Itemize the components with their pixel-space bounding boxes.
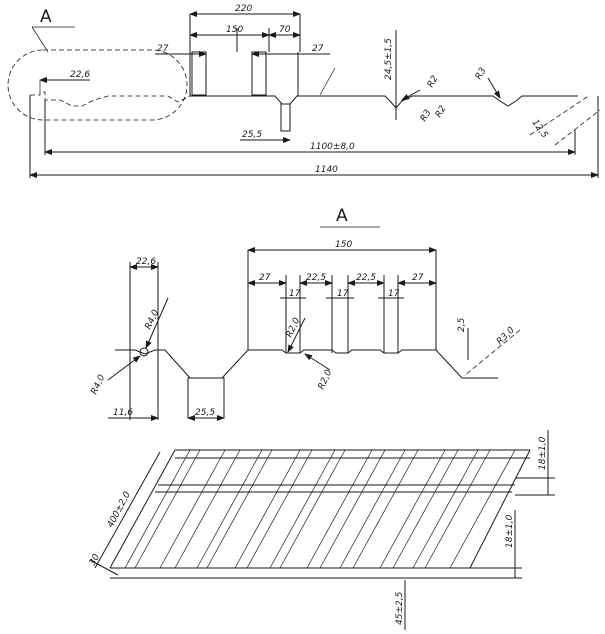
detail-dim-27-b: 27	[412, 273, 424, 283]
iso-dim-400-line	[94, 451, 161, 569]
detail-dim-2-5: 2,5	[457, 317, 467, 332]
dim-1140: 1140	[315, 165, 338, 175]
detail-ellipse	[7, 49, 188, 121]
rib	[251, 51, 267, 96]
detail-dim-150: 150	[335, 240, 352, 250]
detail-radius-circle	[139, 347, 149, 357]
iso-dim-18-top: 18±1,0	[538, 436, 548, 470]
dim-220: 220	[235, 4, 252, 14]
dim-70: 70	[279, 25, 291, 35]
rib	[191, 51, 207, 96]
dim-150: 150	[226, 25, 243, 35]
callout-leader	[31, 26, 49, 53]
iso-ribs	[124, 449, 516, 569]
r4-top-leader	[145, 297, 169, 349]
detail-dim-11-6: 11,6	[113, 408, 133, 418]
profile-line-left	[30, 91, 191, 107]
detail-dim-22-6: 22,6	[136, 257, 156, 267]
r-leader	[487, 77, 501, 99]
isometric-view: 400±2,0 30 18±1,0 18±1,0 45±2,5	[88, 430, 555, 630]
r3-leader	[463, 329, 521, 377]
iso-dim-30: 30	[88, 552, 102, 567]
detail-dim-r2-bottom: R2,0	[317, 368, 335, 391]
dim-r2-bot: R2	[434, 104, 449, 120]
detail-title: A	[336, 206, 348, 226]
r2-bottom-leader	[304, 353, 331, 371]
dim-r3-top: R3	[474, 66, 489, 82]
detail-dim-22-5-a: 22,5	[306, 273, 326, 283]
detail-dim-25-5: 25,5	[195, 408, 215, 418]
dim-24-5: 24,5±1,5	[384, 38, 394, 80]
rib-bottom	[280, 103, 291, 132]
detail-dim-27-a: 27	[259, 273, 271, 283]
top-profile-view: A 220 150 70 27 27 22,6	[7, 4, 601, 178]
dim-r3-bot: R3	[419, 108, 434, 124]
detail-profile	[115, 349, 498, 379]
r4-bottom-leader	[107, 355, 141, 381]
profile-line-right	[190, 95, 578, 109]
dim-22-6: 22,6	[70, 70, 90, 80]
iso-dim-45: 45±2,5	[395, 591, 405, 625]
iso-dim-30-line	[89, 559, 119, 576]
detail-dim-r4-bottom: R4,0	[90, 373, 108, 396]
detail-dim-17-c: 17	[388, 289, 400, 299]
dim-12-5-line	[529, 94, 591, 136]
dim-12-5-line	[554, 109, 601, 146]
dim-r2-top: R2	[426, 74, 441, 90]
section-callout-label: A	[40, 7, 52, 27]
r-leader	[401, 89, 421, 101]
leader	[319, 67, 336, 96]
dim-1100: 1100±8,0	[310, 142, 355, 152]
dim-27-right: 27	[312, 44, 324, 54]
iso-left-edge	[109, 449, 176, 569]
detail-a-view: A 150 22,6 27 22,5 22,5 27 17	[90, 206, 521, 421]
dim-27-left: 27	[157, 44, 169, 54]
detail-dim-22-5-b: 22,5	[356, 273, 376, 283]
iso-right-edge	[469, 449, 531, 569]
detail-dim-17-a: 17	[289, 289, 301, 299]
dim-25-5: 25,5	[242, 130, 262, 140]
detail-dim-17-b: 17	[337, 289, 349, 299]
dim-12-5: 12,5	[530, 118, 550, 140]
iso-dim-18-bottom: 18±1,0	[505, 514, 515, 548]
detail-dim-r3: R3,0	[495, 325, 517, 347]
r2-top-leader	[287, 317, 306, 353]
